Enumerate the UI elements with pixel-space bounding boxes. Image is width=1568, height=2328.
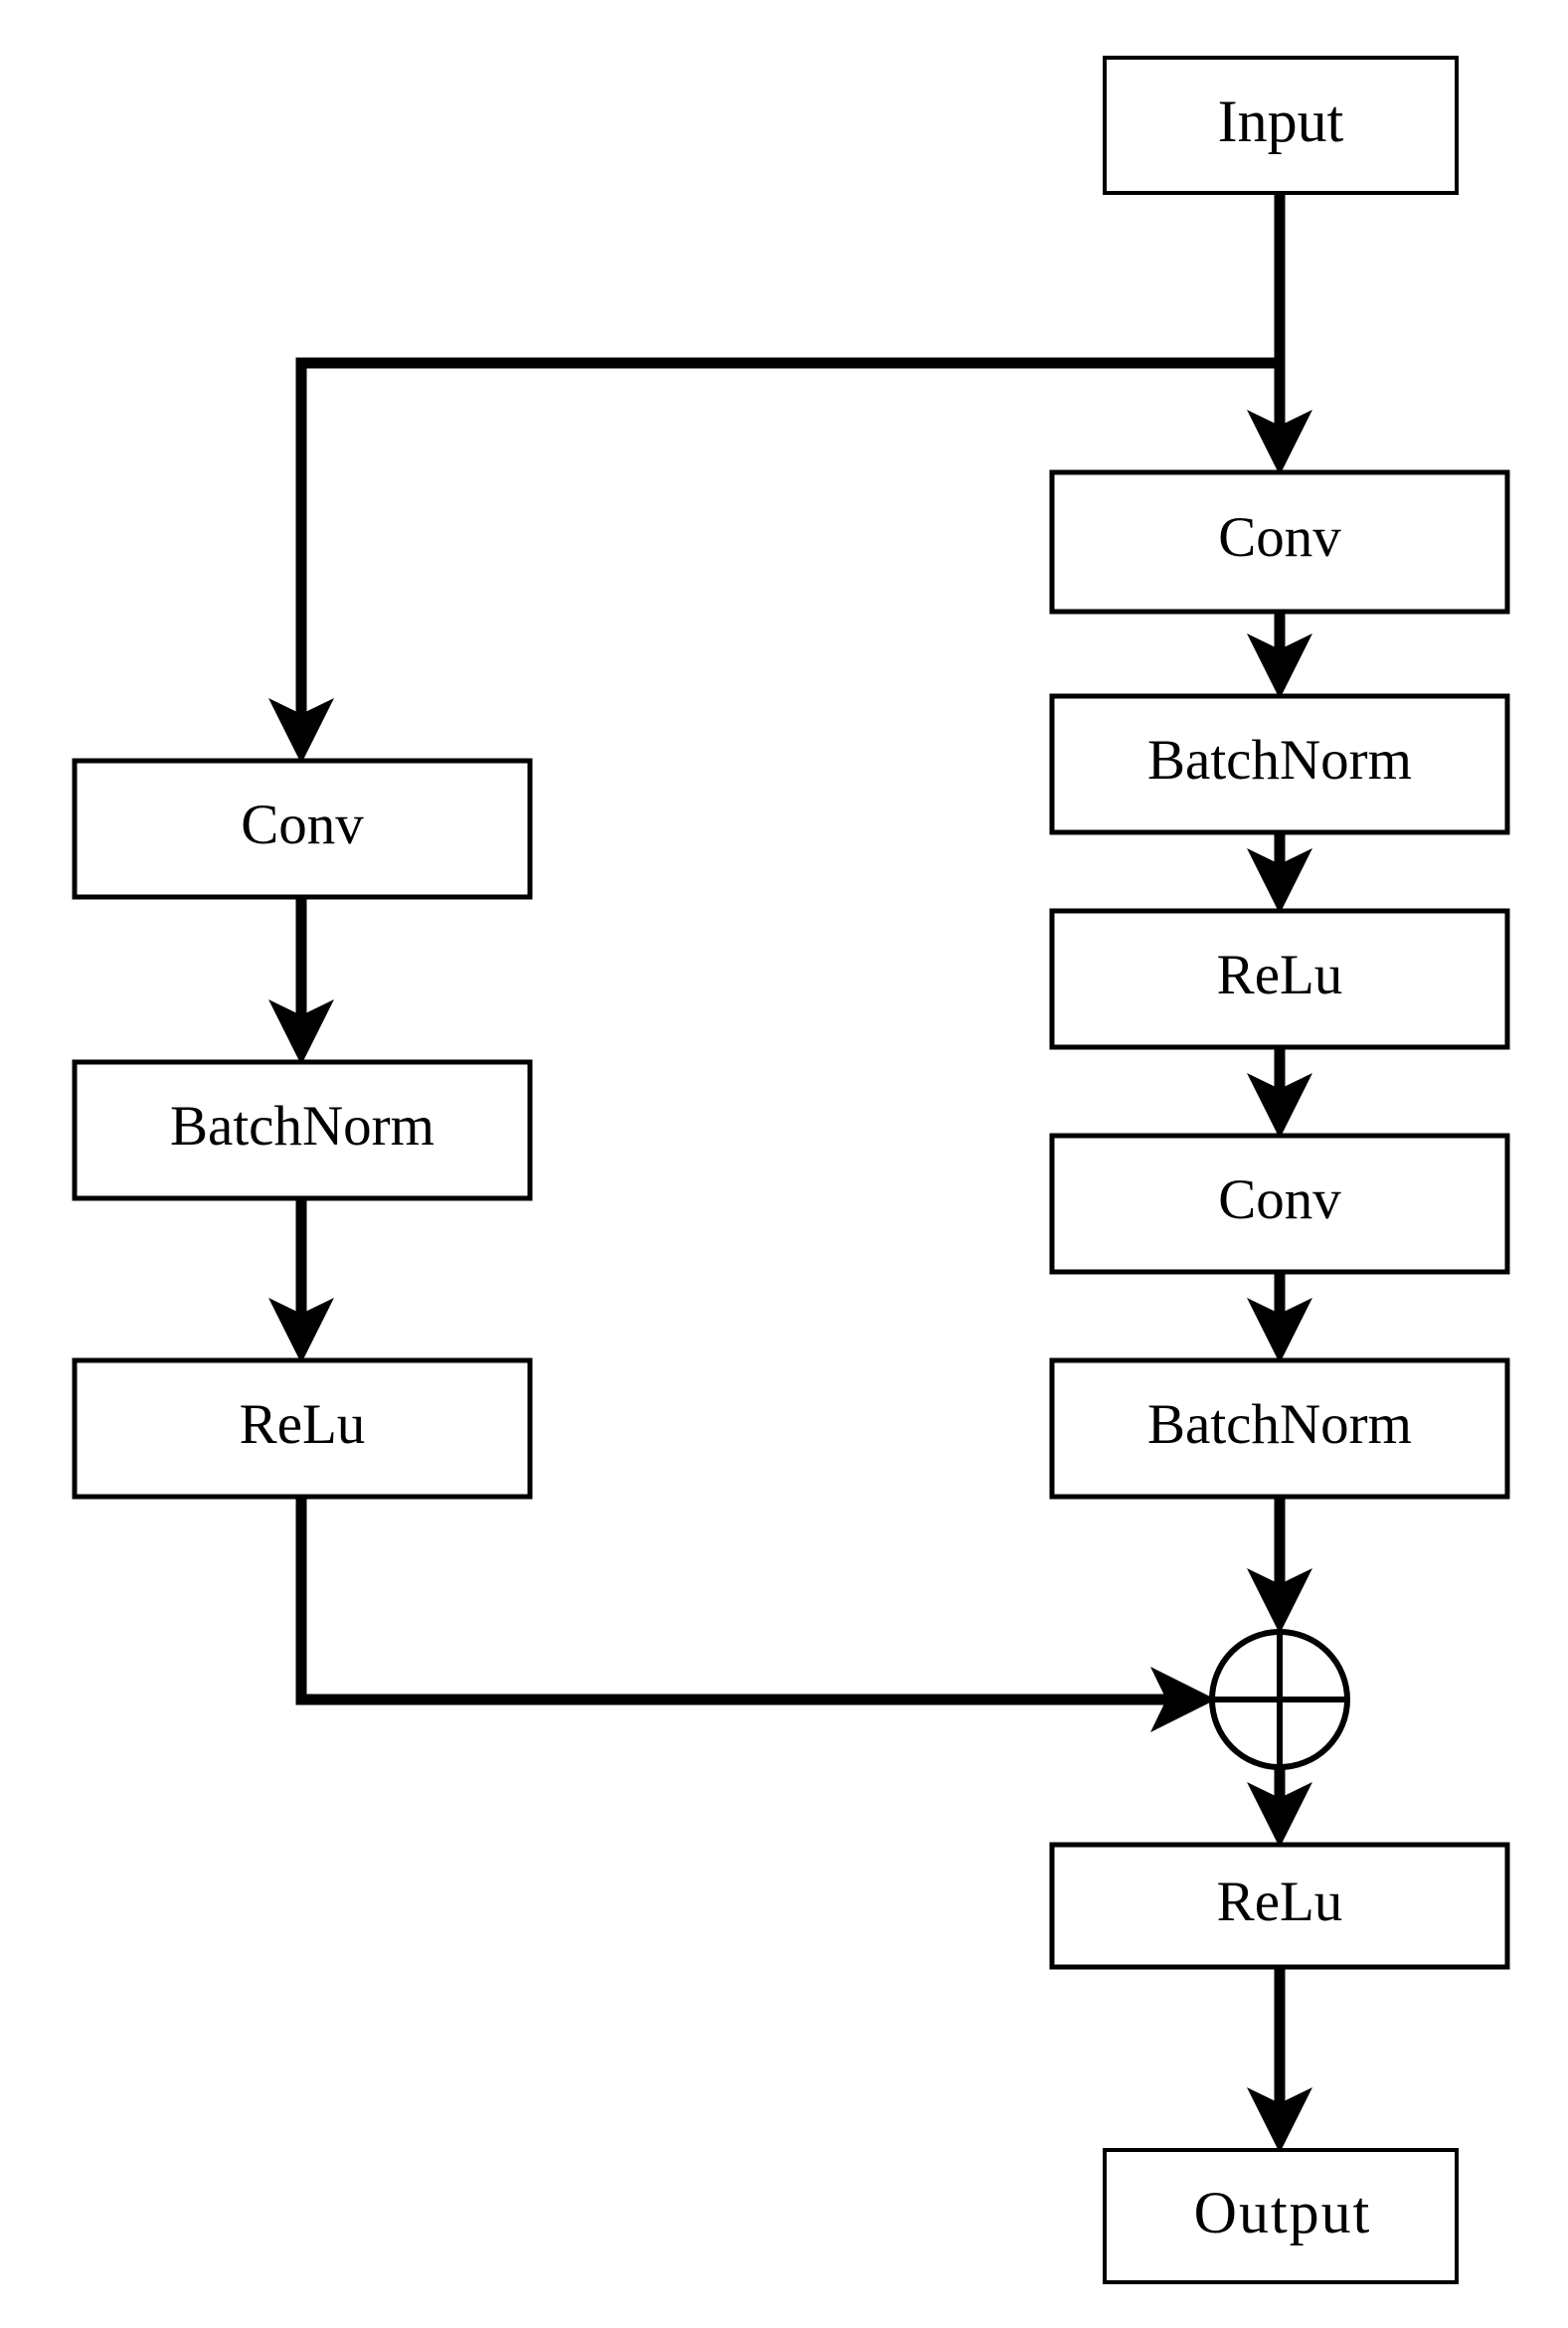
edge-input-to-left-conv xyxy=(268,357,1280,764)
edge-left-bn-to-relu xyxy=(268,1198,334,1363)
edge-input-to-right-conv xyxy=(1247,193,1312,475)
edge-right-conv2-to-bn2 xyxy=(1247,1272,1312,1363)
node-left-relu-label: ReLu xyxy=(240,1393,366,1456)
node-left-conv[interactable]: Conv xyxy=(72,758,533,900)
edge-left-conv-to-bn xyxy=(268,897,334,1065)
node-right-conv-2[interactable]: Conv xyxy=(1049,1133,1510,1275)
edge-sum-to-out-relu xyxy=(1247,1767,1312,1848)
node-output-label: Output xyxy=(1194,2180,1372,2245)
node-output-relu[interactable]: ReLu xyxy=(1049,1842,1510,1970)
node-right-conv-2-box[interactable] xyxy=(1049,1133,1510,1275)
node-left-batchnorm-label: BatchNorm xyxy=(170,1095,435,1158)
edge-right-bn1-to-relu1 xyxy=(1247,832,1312,914)
node-right-batchnorm-1[interactable]: BatchNorm xyxy=(1049,693,1510,835)
edge-right-relu1-to-conv2 xyxy=(1247,1047,1312,1139)
node-output-box[interactable] xyxy=(1103,2148,1459,2284)
edge-left-relu-to-sum xyxy=(295,1497,1216,1732)
node-right-batchnorm-2-box[interactable] xyxy=(1049,1357,1510,1500)
node-output[interactable]: Output xyxy=(1103,2148,1459,2284)
node-right-relu-1-box[interactable] xyxy=(1049,908,1510,1050)
node-right-batchnorm-2[interactable]: BatchNorm xyxy=(1049,1357,1510,1500)
node-left-relu-box[interactable] xyxy=(72,1357,533,1500)
node-left-batchnorm-box[interactable] xyxy=(72,1059,533,1201)
edge-right-bn2-to-sum xyxy=(1247,1497,1312,1634)
node-right-conv-1[interactable]: Conv xyxy=(1049,469,1510,615)
node-output-relu-box[interactable] xyxy=(1049,1842,1510,1970)
node-right-relu-1-label: ReLu xyxy=(1217,944,1343,1006)
edge-out-relu-to-output xyxy=(1247,1967,1312,2153)
node-right-conv-1-box[interactable] xyxy=(1049,469,1510,615)
node-left-relu[interactable]: ReLu xyxy=(72,1357,533,1500)
node-right-relu-1[interactable]: ReLu xyxy=(1049,908,1510,1050)
node-right-batchnorm-2-label: BatchNorm xyxy=(1147,1393,1412,1456)
node-left-batchnorm[interactable]: BatchNorm xyxy=(72,1059,533,1201)
node-input-label: Input xyxy=(1218,89,1344,154)
node-input[interactable]: Input xyxy=(1103,56,1459,195)
node-left-conv-label: Conv xyxy=(241,794,364,856)
node-right-batchnorm-1-box[interactable] xyxy=(1049,693,1510,835)
edge-right-conv1-to-bn1 xyxy=(1247,612,1312,699)
node-summation[interactable] xyxy=(1209,1629,1350,1770)
node-right-batchnorm-1-label: BatchNorm xyxy=(1147,729,1412,792)
node-left-conv-box[interactable] xyxy=(72,758,533,900)
node-right-conv-2-label: Conv xyxy=(1218,1168,1341,1231)
node-right-conv-1-label: Conv xyxy=(1218,506,1341,569)
node-input-box[interactable] xyxy=(1103,56,1459,195)
node-output-relu-label: ReLu xyxy=(1217,1871,1343,1933)
